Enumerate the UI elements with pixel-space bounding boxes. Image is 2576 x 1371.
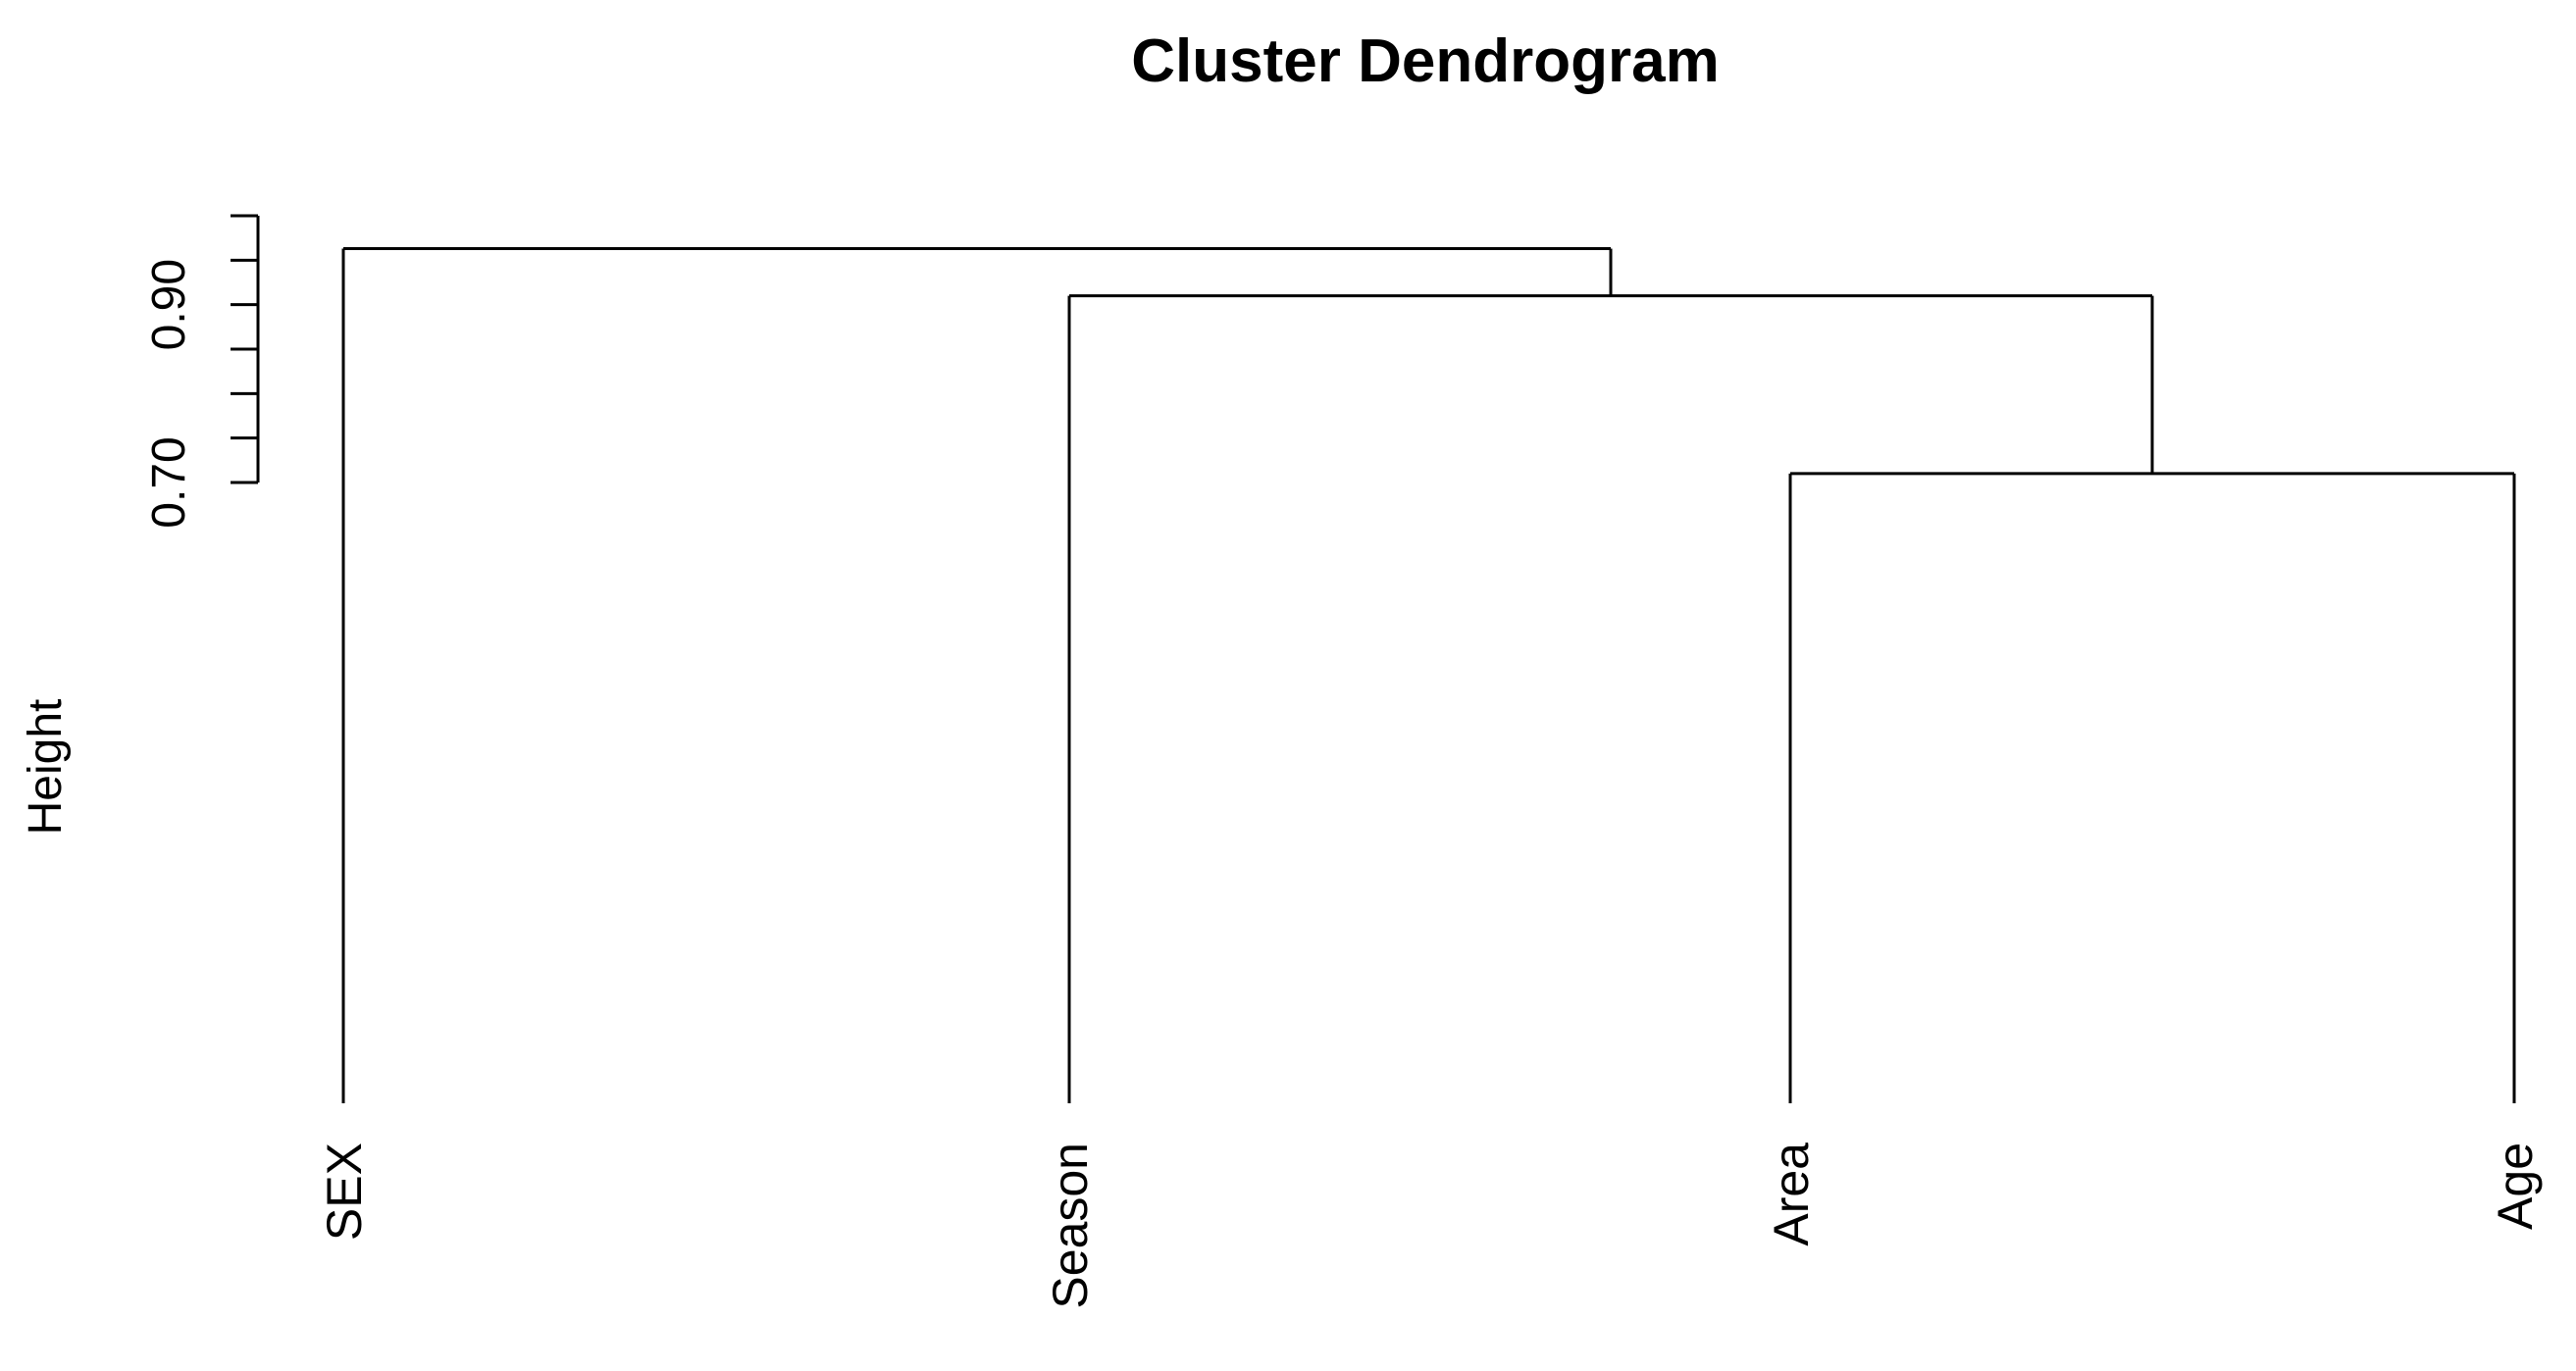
y-axis-label: Height [20,699,72,836]
chart-title: Cluster Dendrogram [1131,27,1719,95]
leaf-labels: SEX Season Area Age [317,1142,2543,1309]
y-axis: 0.70 0.90 [143,214,260,529]
leaf-label: SEX [317,1142,372,1241]
dendrogram-tree [341,247,2516,1103]
leaf-label: Age [2488,1142,2543,1230]
leaf-label: Season [1043,1142,1098,1309]
y-tick-label: 0.90 [143,259,195,350]
leaf-label: Area [1764,1142,1819,1246]
y-tick-label: 0.70 [143,436,195,528]
